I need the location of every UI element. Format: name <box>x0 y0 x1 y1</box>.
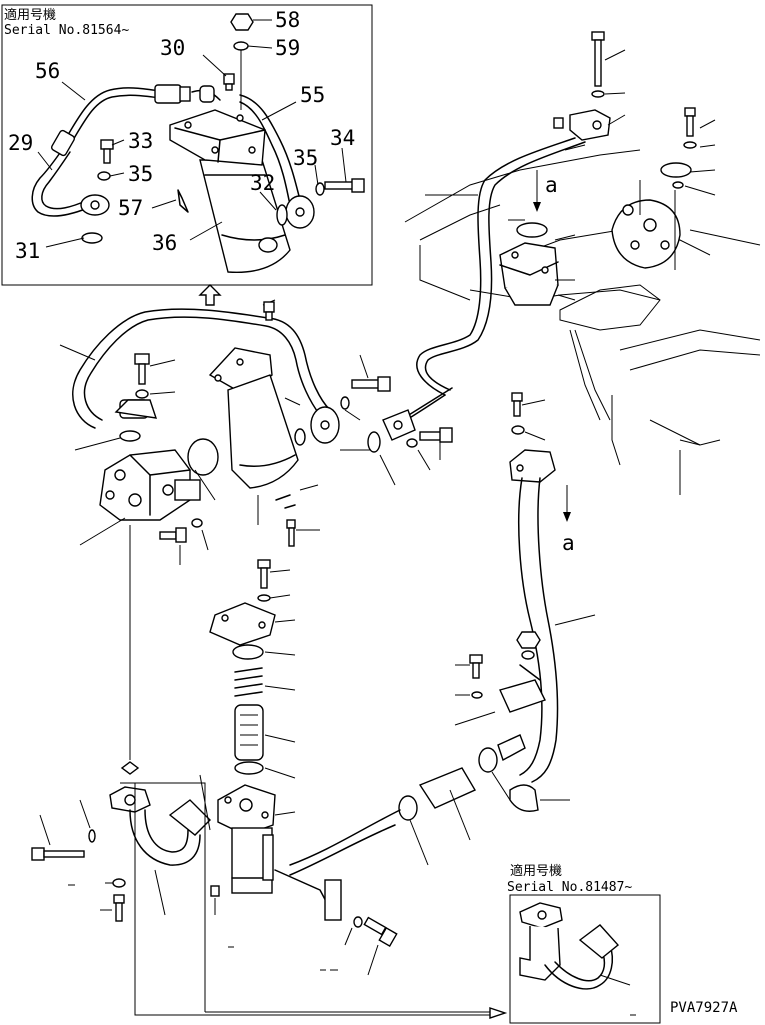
washer-59 <box>233 41 249 51</box>
view-a-upper: a <box>533 170 558 212</box>
machine-frame <box>404 149 761 495</box>
nipple-top-center <box>263 301 275 321</box>
callout-30: 30 <box>160 36 185 60</box>
clip-57 <box>177 189 189 213</box>
pump-upper-right <box>611 107 716 270</box>
inset-top: 適用号機 Serial No.81564~ <box>1 4 373 286</box>
inset-bottom: 適用号機 Serial No.81487~ <box>507 863 661 1024</box>
flange-right-pipe <box>382 409 453 471</box>
callout-35-left: 35 <box>128 162 153 186</box>
flange-center <box>310 354 391 451</box>
bolt-lower-center <box>330 916 398 976</box>
callouts-inset-top: 58 59 30 56 55 33 34 29 35 35 32 57 36 3… <box>8 8 355 263</box>
diamond-marker <box>120 761 140 775</box>
lower-left-bolts <box>31 799 126 922</box>
callout-58: 58 <box>275 8 300 32</box>
callout-59: 59 <box>275 36 300 60</box>
hose-56 <box>64 87 169 141</box>
o-ring-left-a <box>119 430 141 442</box>
inset-top-frame <box>1 4 373 286</box>
lower-left-elbow <box>109 774 211 916</box>
callout-56: 56 <box>35 59 60 83</box>
bolt-34 <box>324 178 365 193</box>
view-a-lower: a <box>562 485 575 555</box>
inset-bottom-heading: 適用号機 <box>510 863 562 879</box>
pipe-55 <box>239 94 301 201</box>
right-return-pipe <box>509 392 596 783</box>
view-a-label-lower: a <box>562 531 575 555</box>
bolt-33 <box>100 139 114 164</box>
callout-32: 32 <box>250 171 275 195</box>
inset-top-heading: 適用号機 <box>4 7 56 23</box>
bolt-upper-left <box>134 353 176 399</box>
callout-31: 31 <box>15 239 40 263</box>
filter-36 <box>199 159 291 274</box>
nut-58 <box>230 13 254 31</box>
callout-33: 33 <box>128 129 153 153</box>
bolt-pump-left <box>159 518 209 565</box>
upper-right-pipe <box>397 31 626 426</box>
callout-29: 29 <box>8 131 33 155</box>
misc-ticks <box>228 946 326 971</box>
main-filter-center <box>208 347 306 525</box>
pipe-29 <box>31 149 89 217</box>
o-ring-31 <box>81 232 103 244</box>
small-parts-below-filter <box>275 484 320 547</box>
gear-pump-left <box>79 449 216 546</box>
callout-35-right: 35 <box>293 146 318 170</box>
callout-36: 36 <box>152 231 177 255</box>
bracket-right-middle <box>454 631 546 726</box>
hose-and-clamps <box>289 734 570 876</box>
filter-element-stack <box>209 559 296 779</box>
callout-57: 57 <box>118 196 143 220</box>
inset-bottom-serial: Serial No.81487~ <box>507 880 632 895</box>
hose-fitting <box>154 84 182 104</box>
o-ring-left-b <box>187 438 219 476</box>
callout-55: 55 <box>300 83 325 107</box>
upper-filter-assembly <box>499 234 576 306</box>
view-a-label-upper: a <box>545 173 558 197</box>
leaders-inset-top <box>37 19 347 248</box>
inset-bottom-frame <box>509 894 661 1024</box>
callout-34: 34 <box>330 126 355 150</box>
washer-35-left <box>97 171 111 181</box>
o-ring-center <box>367 431 381 453</box>
drawing-code: PVA7927A <box>670 1000 738 1016</box>
arrow-up-to-inset <box>198 284 222 306</box>
washer-35-right <box>315 182 325 196</box>
plug-30 <box>223 73 235 91</box>
o-ring-32 <box>276 204 288 226</box>
guide-to-lower-inset <box>120 782 508 1019</box>
inset-top-serial: Serial No.81564~ <box>4 23 129 38</box>
lower-filter-housing <box>210 784 342 921</box>
filter-head <box>169 109 266 166</box>
main-pipe-loop <box>59 299 331 429</box>
